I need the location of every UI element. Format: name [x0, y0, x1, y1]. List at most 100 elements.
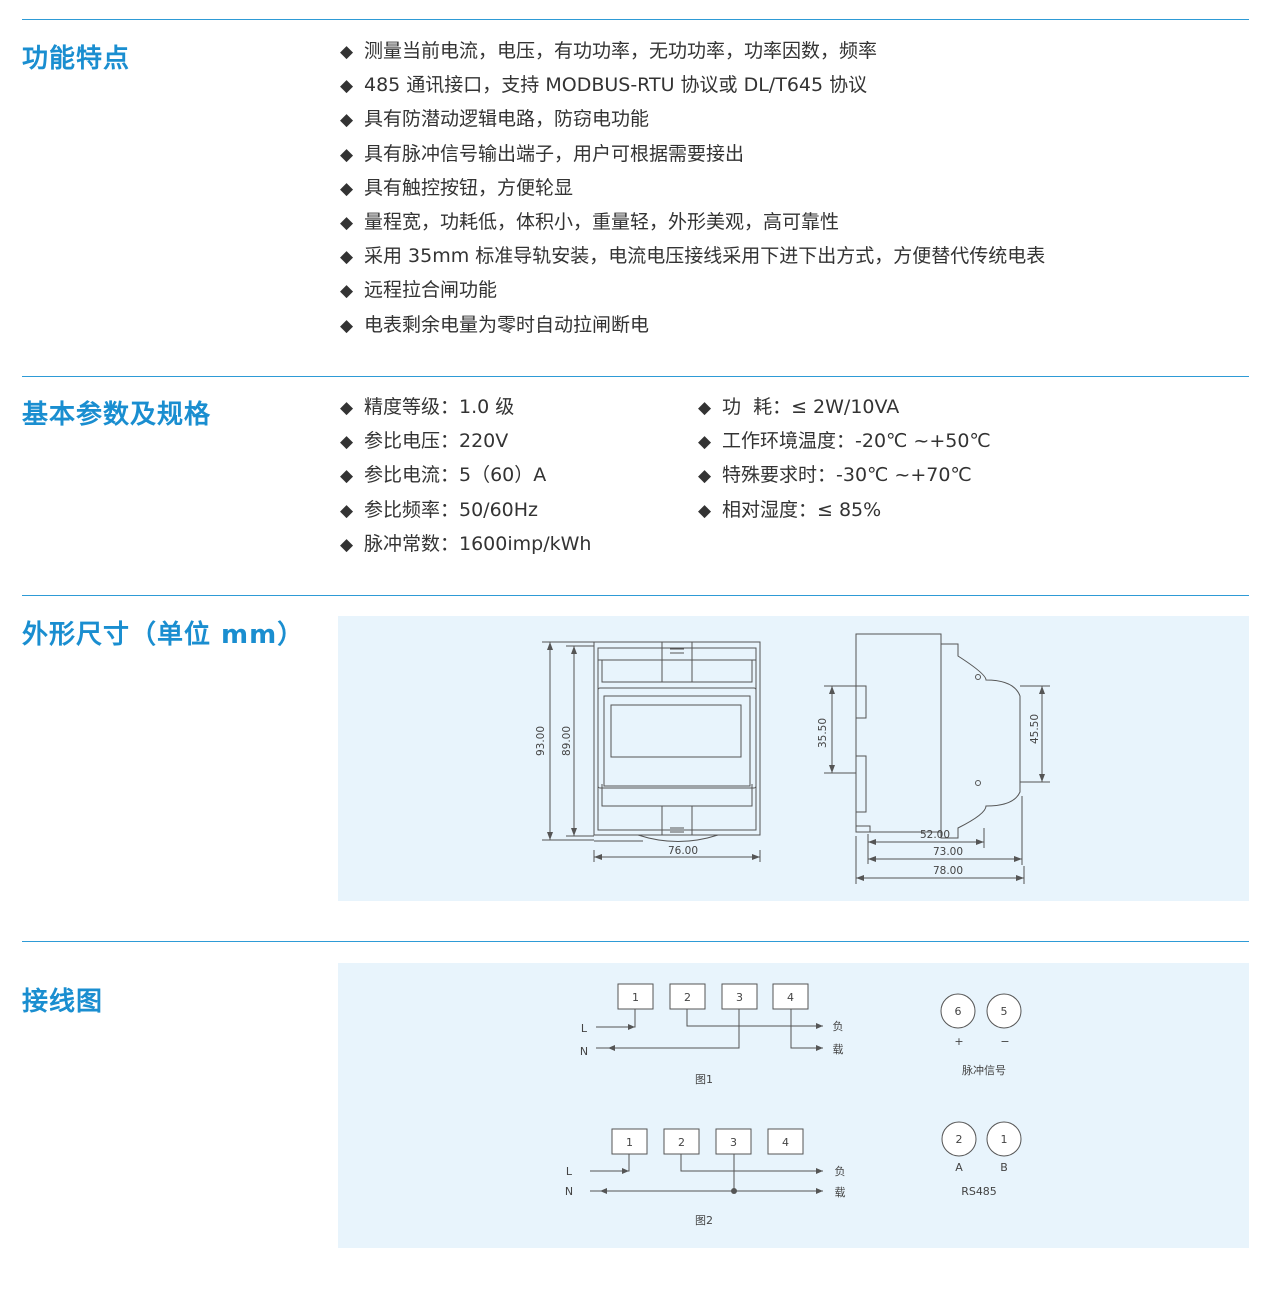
- arrow-icon: [1039, 686, 1045, 694]
- arrow-icon: [829, 686, 835, 694]
- diamond-bullet-icon: ◆: [698, 466, 712, 487]
- meter-body: [597, 687, 757, 789]
- arrow-icon: [594, 854, 602, 860]
- terminal-box: [611, 1128, 648, 1155]
- pulse-terminal: [986, 993, 1022, 1029]
- meter-top-clip-slot: [670, 648, 684, 654]
- wiring-diagram: 1 2 3 4 L N 负 载 图1: [565, 983, 1022, 1227]
- list-item: ◆特殊要求时：-30℃ ~+70℃: [698, 458, 991, 492]
- list-item: ◆电表剩余电量为零时自动拉闸断电: [340, 308, 1045, 342]
- arrow-icon: [1039, 774, 1045, 782]
- list-item: ◆参比电流：5（60）A: [340, 458, 591, 492]
- load-label: 载: [833, 1043, 844, 1056]
- terminal-label: 3: [736, 991, 743, 1004]
- diamond-bullet-icon: ◆: [340, 247, 354, 268]
- arrow-icon: [816, 1168, 823, 1174]
- arrow-icon: [829, 765, 835, 773]
- list-item: ◆工作环境温度：-20℃ ~+50℃: [698, 424, 991, 458]
- section-title-wiring: 接线图: [22, 987, 104, 1017]
- diamond-bullet-icon: ◆: [698, 500, 712, 521]
- dimension-drawing: 93.00 89.00 76.00 35.50: [535, 633, 1050, 884]
- list-item: ◆采用 35mm 标准导轨安装，电流电压接线采用下进下出方式，方便替代传统电表: [340, 239, 1045, 273]
- pulse-caption: 脉冲信号: [962, 1063, 1006, 1077]
- meter-display-frame: [603, 695, 751, 787]
- diamond-bullet-icon: ◆: [340, 178, 354, 199]
- meter-side-outline: [855, 633, 1021, 839]
- arrow-icon: [547, 642, 553, 650]
- arrow-icon: [856, 875, 864, 881]
- meter-display-window: [610, 704, 742, 758]
- list-item: ◆参比频率：50/60Hz: [340, 493, 591, 527]
- meter-side-hole: [975, 674, 981, 680]
- feature-list: ◆测量当前电流，电压，有功功率，无功功率，功率因数，频率 ◆485 通讯接口，支…: [340, 34, 1045, 342]
- section-divider: [22, 941, 1249, 942]
- list-item: ◆具有防潜动逻辑电路，防窃电功能: [340, 102, 1045, 136]
- terminal-label: 3: [730, 1136, 737, 1149]
- rs485-terminal: [941, 1121, 977, 1157]
- diamond-bullet-icon: ◆: [340, 110, 354, 131]
- dim-line-93: [542, 641, 594, 841]
- arrow-icon: [868, 839, 876, 845]
- list-item: ◆精度等级：1.0 级: [340, 390, 591, 424]
- diamond-bullet-icon: ◆: [340, 315, 354, 336]
- diamond-bullet-icon: ◆: [340, 432, 354, 453]
- wire-L: [590, 1154, 630, 1172]
- list-item: ◆测量当前电流，电压，有功功率，无功功率，功率因数，频率: [340, 34, 1045, 68]
- diamond-bullet-icon: ◆: [340, 500, 354, 521]
- arrow-icon: [622, 1168, 629, 1174]
- meter-side-rail: [856, 685, 871, 832]
- terminal-label: 2: [684, 991, 691, 1004]
- line-label-N: N: [580, 1045, 588, 1058]
- section-title-features: 功能特点: [22, 44, 131, 74]
- arrow-icon: [608, 1045, 615, 1051]
- pulse-sign: +: [954, 1035, 963, 1048]
- dim-line-45: [1020, 685, 1050, 783]
- section-divider: [22, 376, 1249, 377]
- arrow-icon: [571, 646, 577, 654]
- meter-bottom-clip-slot: [670, 827, 684, 833]
- rs485-caption: RS485: [961, 1185, 997, 1198]
- section-title-params: 基本参数及规格: [22, 400, 212, 430]
- dim-label-35: 35.50: [817, 718, 829, 748]
- meter-side-hole: [975, 780, 981, 786]
- diamond-bullet-icon: ◆: [698, 398, 712, 418]
- diamond-bullet-icon: ◆: [340, 398, 354, 418]
- diamond-bullet-icon: ◆: [340, 212, 354, 233]
- dim-label-45: 45.50: [1029, 714, 1041, 744]
- dim-line-35: [824, 685, 856, 774]
- rs485-terminal: [986, 1121, 1022, 1157]
- list-item: ◆相对湿度：≤ 85%: [698, 493, 991, 527]
- dim-line-78: [855, 836, 1025, 884]
- meter-top-clip: [661, 641, 693, 683]
- list-item: ◆具有脉冲信号输出端子，用户可根据需要接出: [340, 137, 1045, 171]
- arrow-icon: [1016, 875, 1024, 881]
- terminal-label: 5: [1001, 1005, 1008, 1018]
- dim-line-76: [593, 850, 761, 862]
- arrow-icon: [600, 1188, 607, 1194]
- line-label-N: N: [565, 1185, 573, 1198]
- list-item: ◆485 通讯接口，支持 MODBUS-RTU 协议或 DL/T645 协议: [340, 68, 1045, 102]
- dim-label-52: 52.00: [920, 829, 950, 841]
- diamond-bullet-icon: ◆: [340, 76, 354, 97]
- junction-dot: [731, 1188, 737, 1194]
- pulse-sign: −: [1000, 1035, 1009, 1048]
- section-divider: [22, 595, 1249, 596]
- rs485-letter: B: [1000, 1161, 1008, 1174]
- terminal-box: [669, 983, 706, 1010]
- arrow-icon: [976, 839, 984, 845]
- meter-top-frame: [598, 659, 756, 683]
- dim-label-78: 78.00: [933, 865, 963, 877]
- param-list-left: ◆精度等级：1.0 级 ◆参比电压：220V ◆参比电流：5（60）A ◆参比频…: [340, 390, 591, 561]
- load-label: 负: [833, 1019, 844, 1033]
- dim-line-73: [868, 796, 1023, 865]
- load-label: 负: [835, 1164, 846, 1178]
- arrow-icon: [547, 832, 553, 840]
- terminal-label: 1: [1001, 1133, 1008, 1146]
- arrow-icon: [816, 1045, 823, 1051]
- line-label-L: L: [581, 1022, 588, 1035]
- arrow-icon: [816, 1188, 823, 1194]
- wire-load-bottom: [790, 1026, 823, 1049]
- dimensions-panel: 93.00 89.00 76.00 35.50: [338, 616, 1249, 901]
- terminal-label: 1: [626, 1136, 633, 1149]
- arrow-icon: [752, 854, 760, 860]
